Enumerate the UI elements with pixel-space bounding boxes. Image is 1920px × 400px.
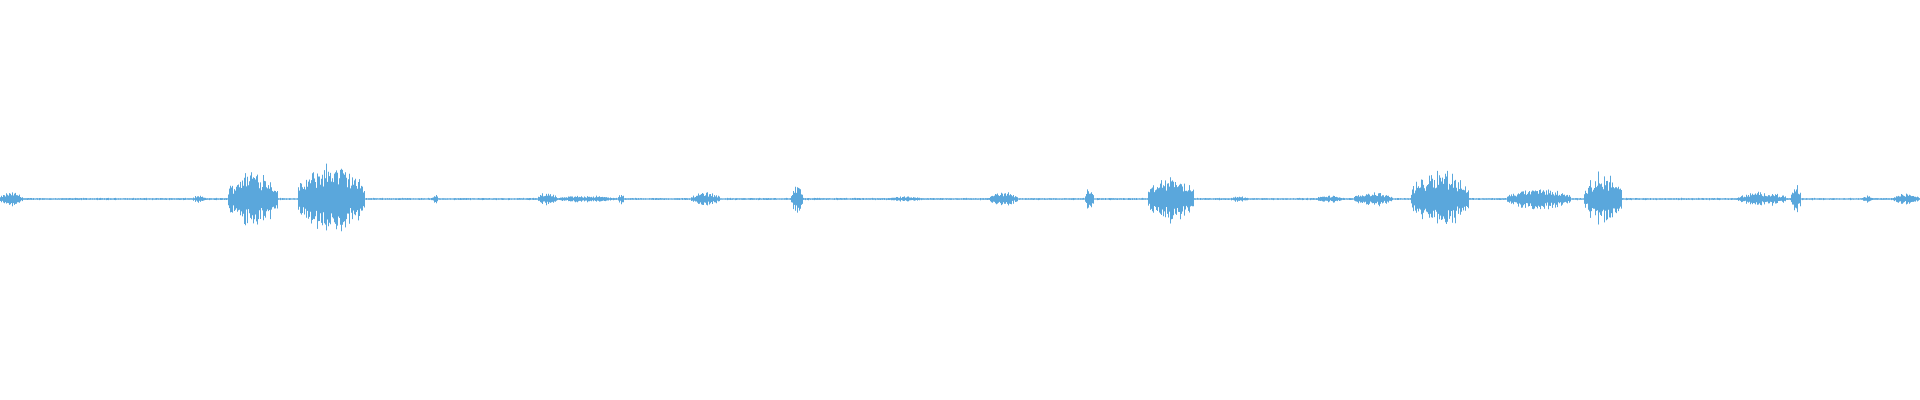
waveform-peaks — [0, 163, 1920, 232]
waveform-path — [0, 163, 1920, 232]
